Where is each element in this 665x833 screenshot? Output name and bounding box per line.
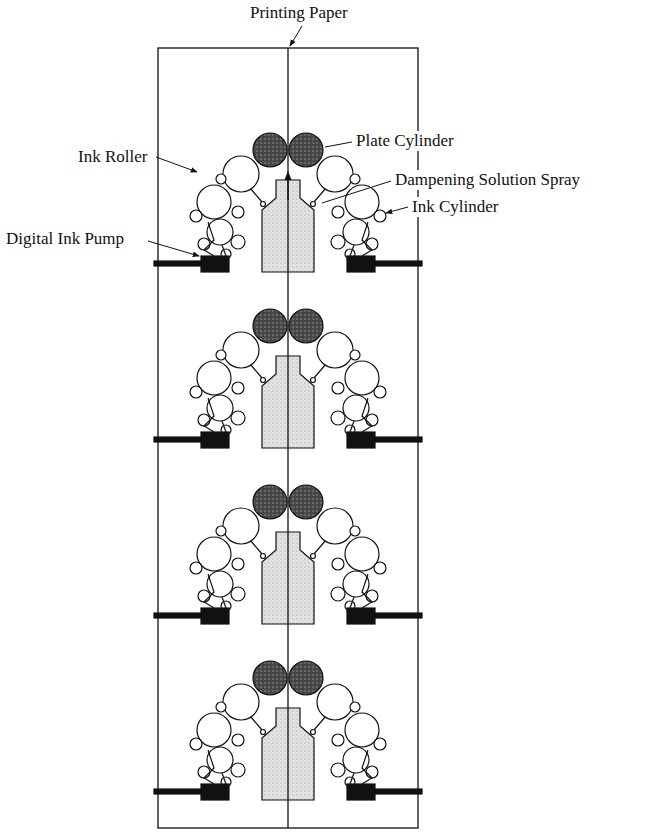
part-label: Ink Cylinder [410, 197, 500, 217]
part-label: Ink Roller [76, 147, 149, 167]
part-label: Digital Ink Pump [4, 229, 126, 249]
part-label: Printing Paper [248, 3, 350, 23]
part-label: Dampening Solution Spray [393, 170, 582, 190]
part-label: Plate Cylinder [354, 131, 456, 151]
